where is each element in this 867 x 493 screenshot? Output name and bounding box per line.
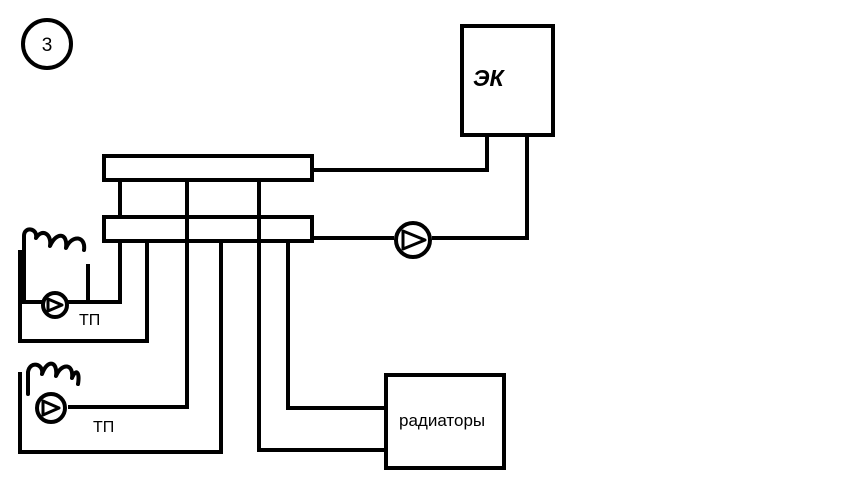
boiler-supply-pipe	[310, 134, 489, 172]
scheme-number-badge: 3	[21, 18, 73, 70]
floor-heating-icon	[26, 361, 81, 396]
floor-2-return-pipe	[18, 239, 223, 454]
floor-heating-icon	[22, 227, 87, 302]
radiators-supply-pipe	[257, 178, 388, 452]
pump-icon	[35, 392, 67, 424]
boiler-label: ЭК	[473, 65, 506, 91]
floor-1-supply-pipe	[86, 239, 122, 304]
radiators-return-pipe	[286, 239, 388, 410]
floor-1-return-pipe	[18, 239, 149, 343]
radiators-label: радиаторы	[399, 411, 485, 430]
pump-icon	[394, 221, 432, 259]
pump-icon	[41, 291, 69, 319]
return-header	[102, 215, 314, 243]
floor-2-supply-pipe	[68, 178, 189, 409]
supply-header	[102, 154, 314, 182]
floor-heating-label-1: ТП	[79, 312, 100, 329]
electric-boiler	[460, 24, 555, 137]
floor-heating-label-2: ТП	[93, 419, 114, 436]
radiators-block	[384, 373, 506, 470]
boiler-return-pipe-b	[432, 134, 529, 240]
scheme-number: 3	[42, 35, 53, 56]
